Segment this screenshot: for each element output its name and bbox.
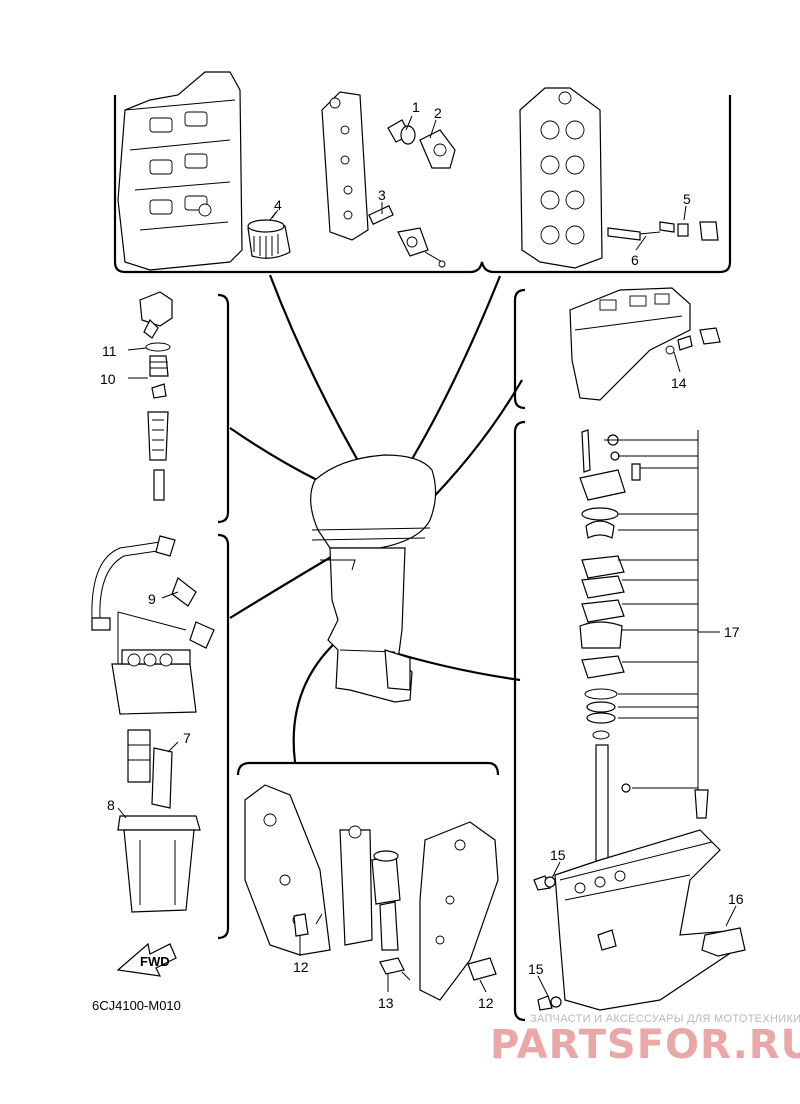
callout-12b: 12 (478, 995, 494, 1011)
fwd-label: FWD (140, 954, 170, 969)
water-pump-stack (579, 429, 720, 866)
watermark: ЗАПЧАСТИ И АКСЕССУАРЫ ДЛЯ МОТОТЕХНИКИ PA… (490, 1013, 800, 1068)
callout-3: 3 (378, 187, 386, 203)
oil-filter (247, 209, 291, 259)
callout-1: 1 (412, 99, 420, 115)
callout-14: 14 (671, 375, 687, 391)
callout-numbers: 1 2 3 4 5 6 7 8 9 10 11 12 12 13 14 15 1… (100, 99, 744, 1011)
fwd-arrow: FWD (116, 942, 177, 977)
diagram-code: 6CJ4100-M010 (92, 998, 181, 1013)
callout-leaders (117, 115, 737, 997)
callout-6: 6 (631, 252, 639, 268)
callout-17: 17 (724, 624, 740, 640)
outboard-motor (310, 454, 437, 703)
callout-10: 10 (100, 371, 116, 387)
callout-11: 11 (102, 343, 117, 359)
tilt-trim-group (244, 784, 499, 1001)
fuel-strainer (139, 291, 173, 501)
callout-2: 2 (434, 105, 442, 121)
group-brackets (113, 95, 732, 1022)
callout-5: 5 (683, 191, 691, 207)
callout-13: 13 (378, 995, 394, 1011)
cylinder-head (519, 87, 719, 269)
gear-case (533, 789, 746, 1011)
callout-7: 7 (183, 730, 191, 746)
callout-8: 8 (107, 797, 115, 813)
cylinder-block (117, 71, 243, 271)
watermark-tagline: ЗАПЧАСТИ И АКСЕССУАРЫ ДЛЯ МОТОТЕХНИКИ (530, 1013, 800, 1025)
callout-12a: 12 (293, 959, 309, 975)
callout-4: 4 (274, 197, 282, 213)
vapor-separator (91, 535, 215, 913)
callout-9: 9 (148, 591, 156, 607)
valve-assembly (321, 91, 456, 268)
watermark-brand: PARTSFOR.RU (490, 1022, 800, 1068)
callout-16: 16 (728, 891, 744, 907)
oil-pan (569, 287, 721, 401)
callout-15b: 15 (528, 961, 544, 977)
callout-15a: 15 (550, 847, 566, 863)
